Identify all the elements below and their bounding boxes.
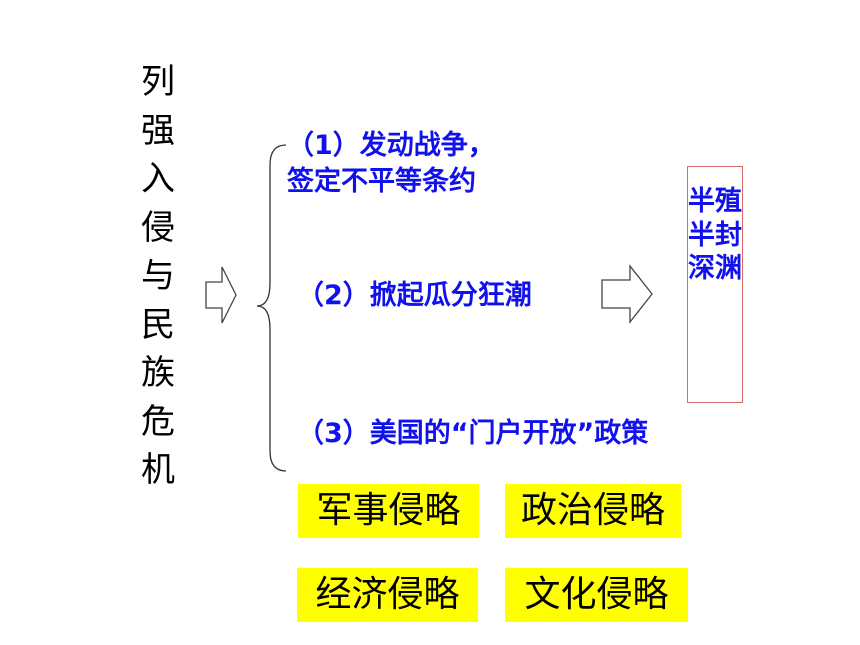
tag-political: 政治侵略 — [505, 484, 681, 538]
tag-military: 军事侵略 — [298, 484, 479, 538]
item-3: （3）美国的“门户开放”政策 — [297, 418, 649, 449]
result-box: 半殖半封深渊 — [687, 166, 743, 403]
item-1-line-1: （1）发动战争， — [287, 130, 495, 161]
tag-economic: 经济侵略 — [297, 568, 478, 622]
result-text: 半殖半封深渊 — [688, 186, 742, 284]
tag-cultural: 文化侵略 — [505, 568, 688, 622]
item-2: （2）掀起瓜分狂潮 — [297, 280, 532, 311]
vertical-title: 列强入侵与民族危机 — [141, 62, 175, 490]
item-1-line-2: 签定不平等条约 — [287, 166, 476, 197]
left-brace — [256, 144, 287, 472]
right-arrow-icon — [601, 264, 653, 324]
item-1: （1）发动战争， 签定不平等条约 — [287, 128, 495, 200]
right-arrow-icon — [205, 266, 237, 324]
